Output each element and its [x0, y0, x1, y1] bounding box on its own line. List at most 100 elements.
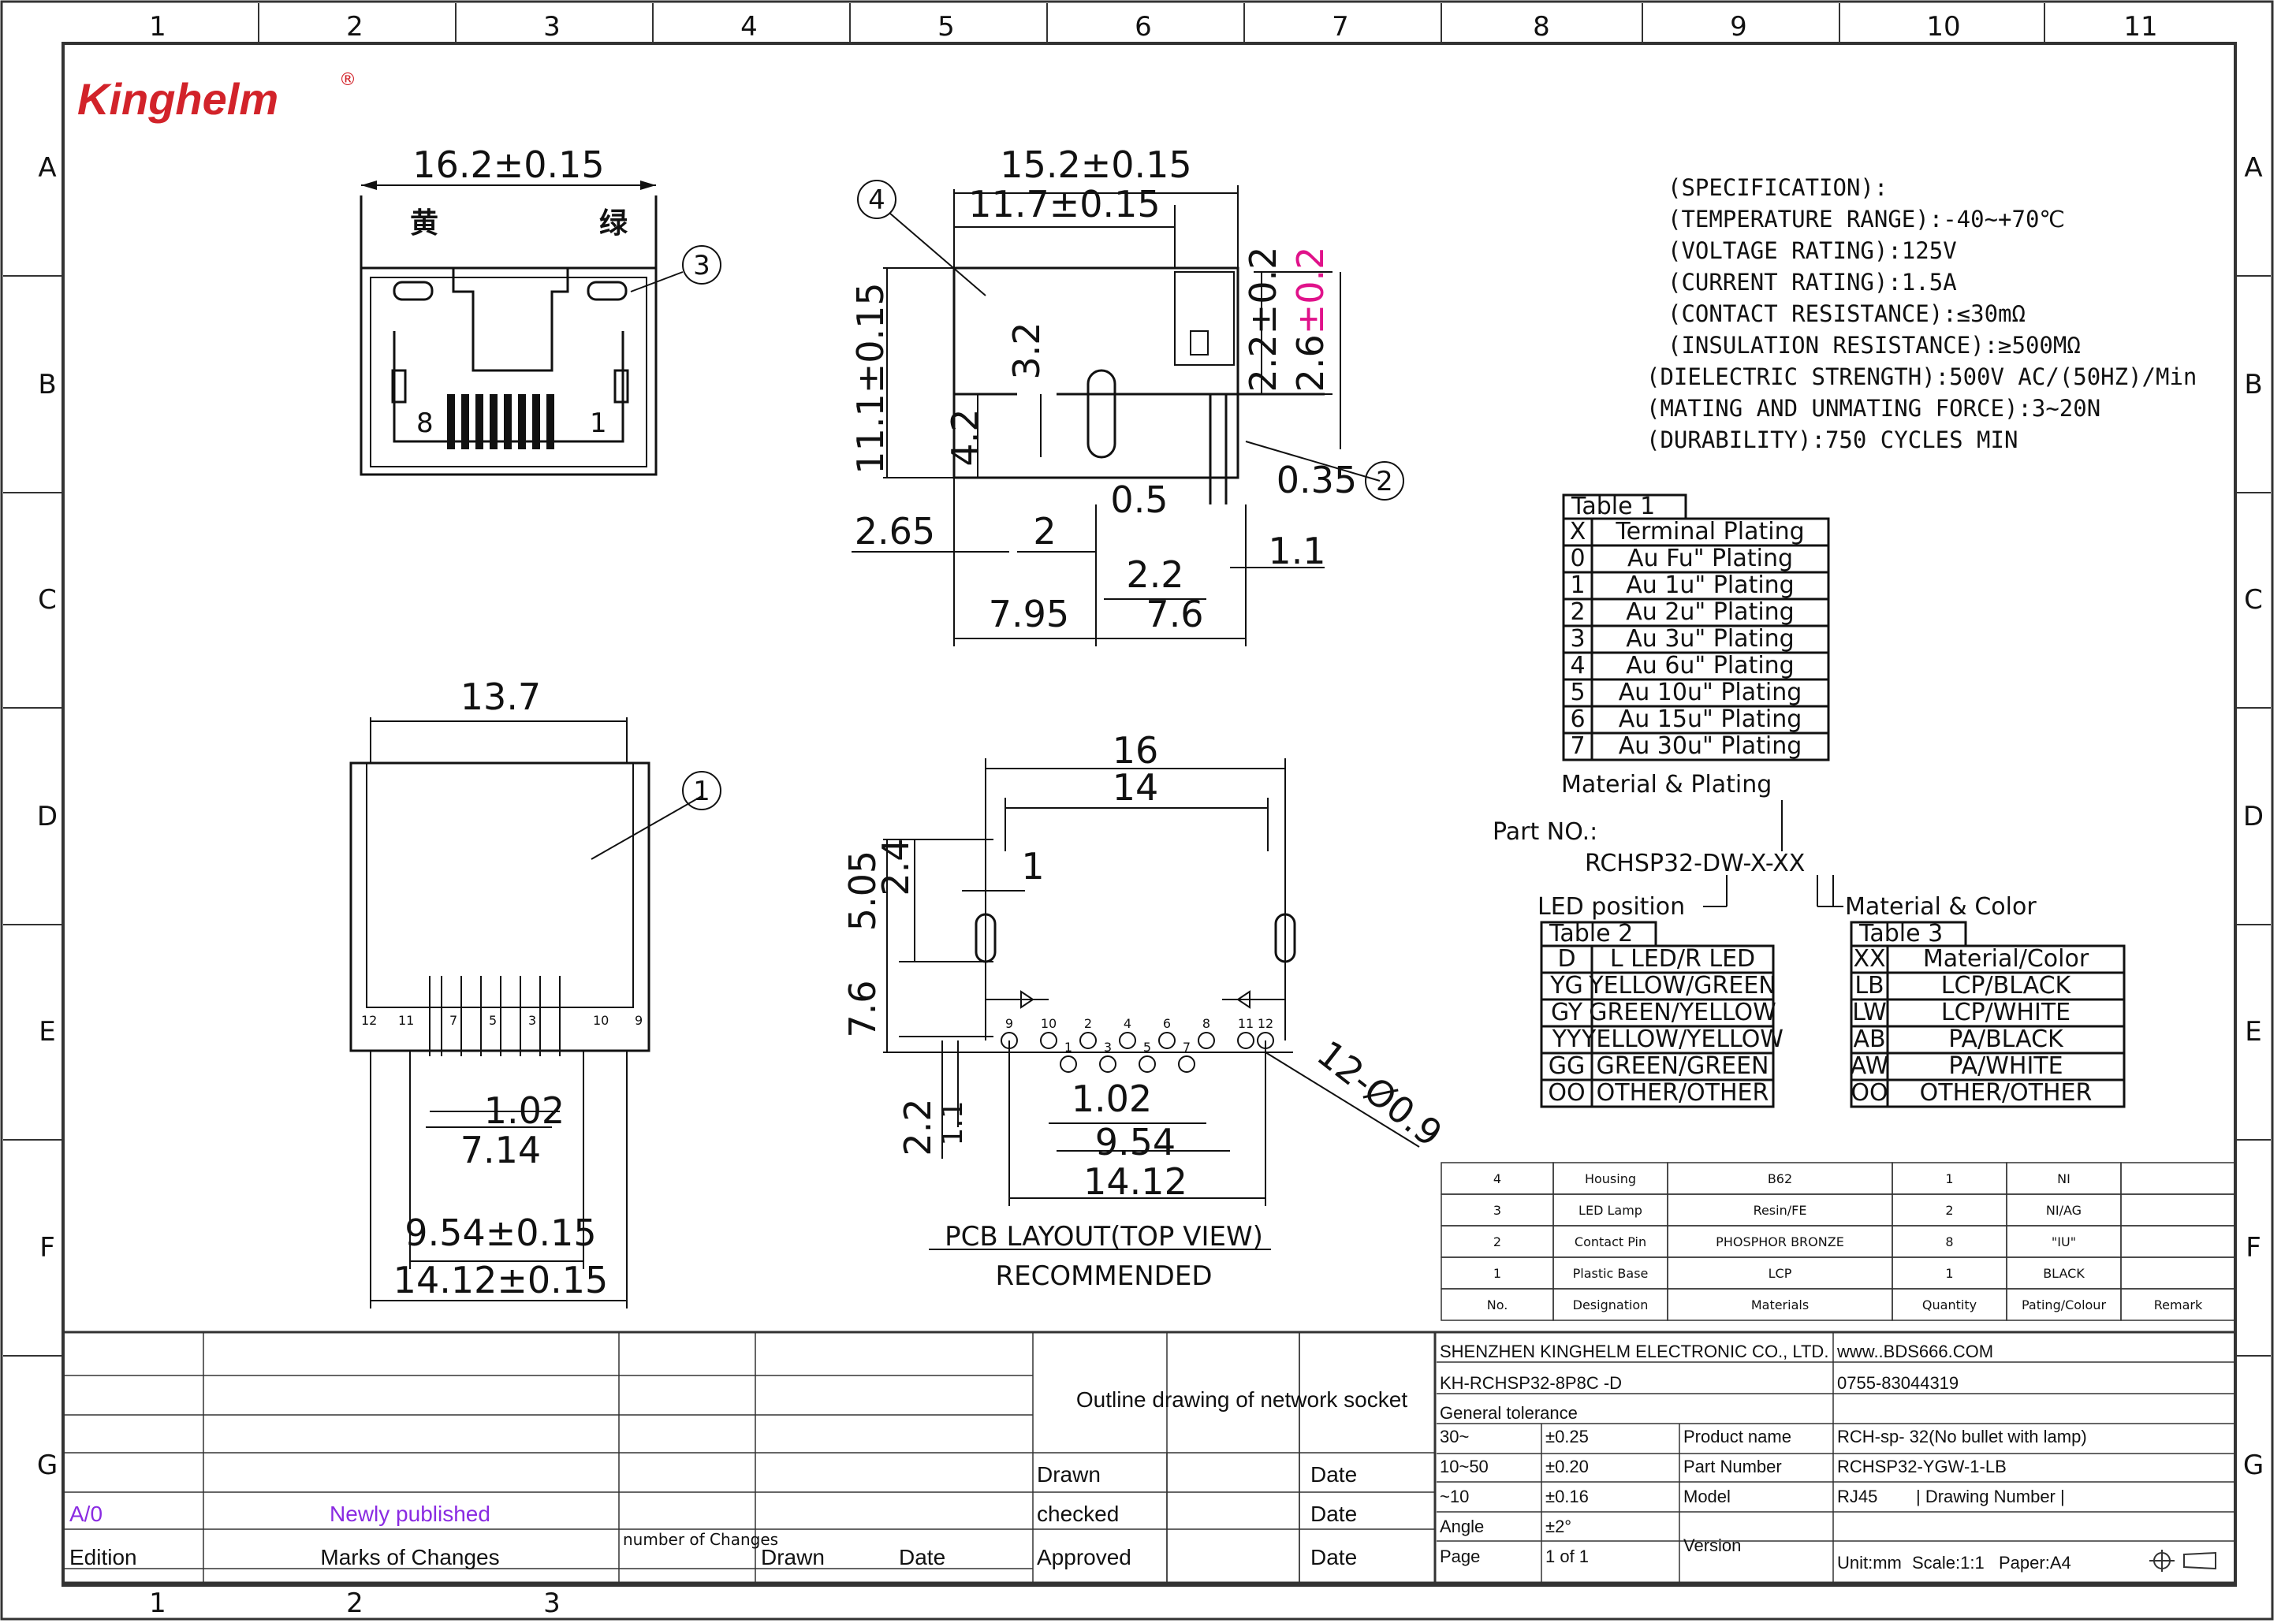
- tolerance-value: ±2°: [1545, 1517, 1571, 1536]
- table-cell-key: YG: [1549, 972, 1583, 999]
- website: www..BDS666.COM: [1836, 1342, 1993, 1361]
- spec-line: (DURABILITY):750 CYCLES MIN: [1646, 426, 2018, 453]
- tolerance-range: Angle: [1440, 1517, 1484, 1536]
- table-cell-key: 2: [1570, 598, 1585, 626]
- grid-row-label-right: D: [2243, 801, 2264, 832]
- callout-4: 4: [868, 184, 885, 216]
- tb-date-label: Date: [1310, 1462, 1357, 1487]
- material-plating-label: Material & Plating: [1561, 771, 1772, 798]
- model-value: RJ45: [1837, 1487, 1877, 1506]
- side-dim-3-2: 3.2: [1005, 322, 1048, 379]
- bom-cell-text: No.: [1487, 1297, 1508, 1312]
- front-view: [360, 181, 721, 476]
- drawn-label: Drawn: [761, 1545, 825, 1569]
- bottom-pin-9: 9: [635, 1013, 643, 1028]
- bottom-dim-1-02: 1.02: [484, 1089, 565, 1132]
- table-cell-value: Au 30u" Plating: [1619, 732, 1802, 760]
- callout-4-leader: [889, 212, 986, 296]
- number-changes-label: number of Changes: [623, 1530, 778, 1549]
- date-label: Date: [899, 1545, 945, 1569]
- part-number-label: Part Number: [1683, 1457, 1782, 1476]
- pcb-hole-label: 12: [1258, 1016, 1273, 1031]
- grid-col-label: 10: [1926, 11, 1960, 43]
- led-left-label: 黄: [410, 207, 438, 240]
- pcb-dim-5-05: 5.05: [841, 851, 884, 931]
- tolerance-value: ±0.16: [1545, 1487, 1589, 1506]
- version-label: Version: [1683, 1536, 1741, 1555]
- pin-last-label: 1: [590, 408, 607, 439]
- spec-line: (CONTACT RESISTANCE):≤30mΩ: [1668, 300, 2026, 327]
- table-cell-key: YY: [1552, 1026, 1582, 1053]
- bom-cell: [2120, 1256, 2236, 1290]
- grid-row-label: A: [38, 152, 56, 184]
- tolerance-value: ±0.25: [1545, 1427, 1589, 1446]
- part-number-value: RCHSP32-YGW-1-LB: [1837, 1457, 2007, 1476]
- table-cell-value: Au 10u" Plating: [1619, 679, 1802, 706]
- grid-row-label: B: [38, 369, 56, 400]
- bom-cell-text: LCP: [1769, 1266, 1792, 1281]
- bottom-dim-14-12: 14.12±0.15: [393, 1259, 609, 1301]
- table-cell-value: LCP/BLACK: [1941, 972, 2072, 999]
- spec-line: (CURRENT RATING):1.5A: [1668, 269, 1957, 296]
- pcb-hole-label: 5: [1143, 1040, 1151, 1055]
- grid-row-label-right: G: [2243, 1450, 2264, 1481]
- drawing-title: Outline drawing of network socket: [1076, 1387, 1407, 1412]
- pcb-hole-label: 11: [1238, 1016, 1254, 1031]
- bom-cell: [2120, 1288, 2236, 1321]
- side-dim-4-2: 4.2: [944, 408, 986, 466]
- table-cell-key: GY: [1551, 999, 1583, 1026]
- grid-col-label: 3: [543, 11, 561, 43]
- pcb-layout-title: PCB LAYOUT(TOP VIEW): [945, 1221, 1263, 1253]
- pcb-hole-label: 9: [1005, 1016, 1013, 1031]
- pcb-dim-16: 16: [1113, 729, 1159, 772]
- grid-col-label: 8: [1533, 11, 1550, 43]
- bom-cell-text: Pating/Colour: [2022, 1297, 2106, 1312]
- led-position-label: LED position: [1538, 893, 1685, 921]
- grid-row-label-right: B: [2244, 369, 2262, 400]
- grid-col-label: 1: [149, 11, 166, 43]
- unit-label: Unit:mm: [1837, 1553, 1902, 1573]
- model-label: Model: [1683, 1487, 1731, 1506]
- table-cell-key: 6: [1570, 705, 1585, 733]
- pcb-hole-label: 4: [1124, 1016, 1131, 1031]
- grid-col-label: 9: [1730, 11, 1747, 43]
- callout-3: 3: [693, 250, 710, 281]
- specification-block: (SPECIFICATION):(TEMPERATURE RANGE):-40~…: [1646, 174, 2197, 453]
- pcb-hole-label: 1: [1064, 1040, 1072, 1055]
- side-dim-0-5: 0.5: [1110, 478, 1168, 521]
- table-cell-key: D: [1557, 945, 1575, 973]
- bom-cell-text: 4: [1493, 1171, 1501, 1186]
- pcb-hole-label: 7: [1183, 1040, 1191, 1055]
- bom-cell-text: "IU": [2052, 1234, 2076, 1249]
- spec-line: (TEMPERATURE RANGE):-40~+70℃: [1668, 206, 2065, 233]
- callout-1: 1: [693, 776, 710, 807]
- side-dim-body: 11.7±0.15: [968, 183, 1160, 225]
- table-cell-value: Au 1u" Plating: [1626, 571, 1794, 599]
- paper-label: Paper:A4: [1999, 1553, 2071, 1573]
- bottom-pin-11: 11: [398, 1013, 414, 1028]
- bom-cell-text: 8: [1945, 1234, 1953, 1249]
- bom-cell-text: 1: [1945, 1171, 1953, 1186]
- pcb-dim-9-54: 9.54: [1095, 1121, 1176, 1163]
- bom-cell-text: 2: [1493, 1234, 1501, 1249]
- bom-cell-text: NI: [2057, 1171, 2070, 1186]
- table-cell-value: Au 15u" Plating: [1619, 705, 1802, 733]
- part-no-label: Part NO.:: [1493, 818, 1597, 846]
- table-cell-value: OTHER/OTHER: [1920, 1079, 2093, 1107]
- bom-cell-text: 1: [1945, 1266, 1953, 1281]
- side-dim-2-2b: 2.2: [1126, 553, 1183, 596]
- table-cell-key: 5: [1570, 679, 1585, 706]
- table-title: Table 2: [1549, 920, 1633, 947]
- bom-cell-text: Housing: [1585, 1171, 1636, 1186]
- bom-cell-text: Materials: [1751, 1297, 1809, 1312]
- phone: 0755-83044319: [1837, 1373, 1959, 1393]
- bom-cell-text: 3: [1493, 1203, 1501, 1218]
- pcb-dim-2-4: 2.4: [874, 838, 917, 895]
- table-cell-value: Au Fu" Plating: [1627, 545, 1793, 572]
- table-cell: [1590, 731, 1830, 761]
- table-cell-value: YELLOW/YELLOW: [1581, 1026, 1784, 1053]
- tolerance-value: ±0.20: [1545, 1457, 1589, 1476]
